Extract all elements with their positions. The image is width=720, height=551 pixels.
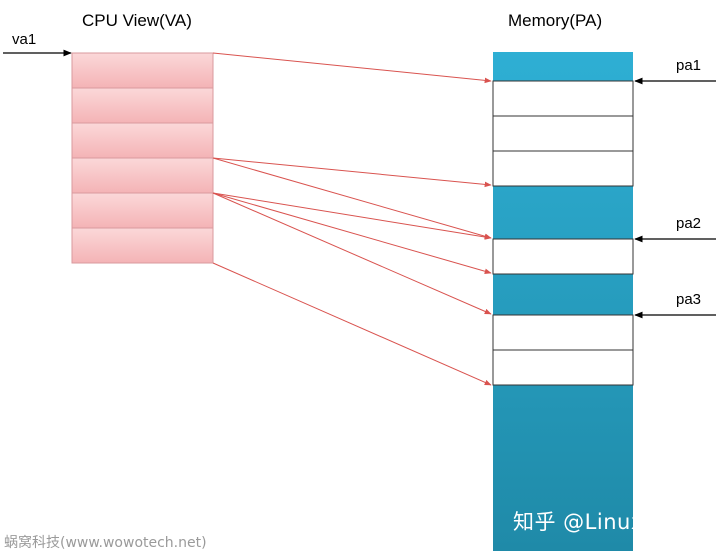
pa-page-5	[492, 314, 634, 351]
va-page-1	[71, 52, 214, 89]
mapping-arrow-4	[212, 192, 492, 240]
mapping-arrow-3	[212, 157, 492, 239]
pa-page-6	[492, 349, 634, 386]
mapping-arrow-7	[212, 262, 492, 386]
pa-page-1	[492, 80, 634, 117]
mapping-arrow-2	[212, 157, 492, 188]
va-page-3	[71, 122, 214, 159]
mapping-arrow-1	[212, 52, 492, 84]
watermark-wowotech: 蜗窝科技(www.wowotech.net)	[4, 535, 207, 551]
va-page-2	[71, 87, 214, 124]
va-page-5	[71, 192, 214, 229]
physical-memory-column	[492, 52, 634, 551]
pa1-label: pa1	[676, 57, 701, 74]
mapping-arrow-6	[212, 192, 492, 315]
cpu-view-title: CPU View(VA)	[82, 11, 192, 30]
mapping-arrows	[212, 52, 492, 386]
va-page-4	[71, 157, 214, 194]
virtual-address-column	[71, 52, 214, 264]
pa-page-3	[492, 150, 634, 187]
mapping-arrow-5	[212, 192, 492, 274]
watermark-zhihu: 知乎 @Linux编程站	[513, 510, 709, 534]
pa-page-2	[492, 115, 634, 152]
memory-title: Memory(PA)	[508, 11, 602, 30]
va-page-6	[71, 227, 214, 264]
va1-label: va1	[12, 31, 36, 48]
pa-page-4	[492, 238, 634, 275]
pa2-label: pa2	[676, 215, 701, 232]
pa3-label: pa3	[676, 291, 701, 308]
